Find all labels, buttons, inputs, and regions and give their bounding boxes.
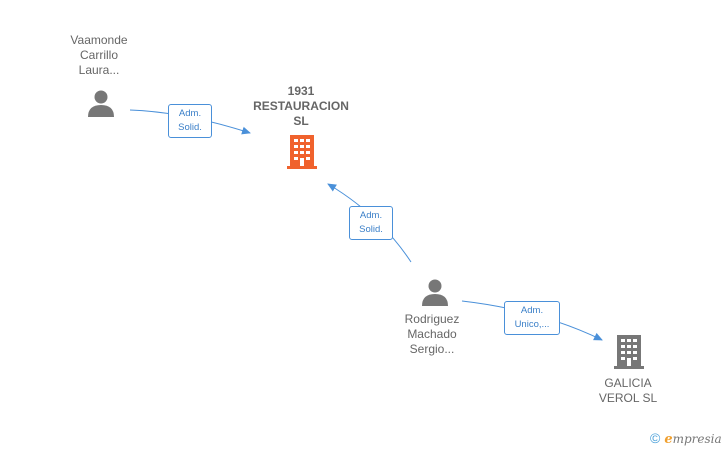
brand-logo-initial: e <box>664 432 673 447</box>
edge-label-line: Unico,... <box>514 319 550 330</box>
edge-label-line: Adm. <box>520 305 544 316</box>
name-line: Carrillo <box>79 48 118 62</box>
building-icon-highlight[interactable] <box>286 134 318 170</box>
edge-label-line: Solid. <box>178 122 202 133</box>
company-1931-name[interactable]: 1931 RESTAURACION SL <box>246 84 356 129</box>
footer-watermark: ©empresia <box>650 430 722 447</box>
name-line: 1931 <box>287 84 315 98</box>
edge-label-adm-unico[interactable]: Adm. Unico,... <box>504 301 560 335</box>
name-line: GALICIA <box>604 376 652 390</box>
edge-label-adm-solid[interactable]: Adm. Solid. <box>349 206 393 240</box>
person-icon[interactable] <box>86 88 116 118</box>
copyright-icon: © <box>650 430 661 446</box>
name-line: RESTAURACION <box>253 99 349 113</box>
edge-label-line: Adm. <box>359 210 383 221</box>
edge-label-adm-solid[interactable]: Adm. Solid. <box>168 104 212 138</box>
person-icon[interactable] <box>420 277 450 307</box>
brand-logo-text: mpresia <box>672 432 722 446</box>
name-line: Sergio... <box>409 342 455 356</box>
name-line: Laura... <box>78 63 120 77</box>
name-line: Rodriguez <box>404 312 460 326</box>
person-vaamonde-name[interactable]: Vaamonde Carrillo Laura... <box>44 33 154 78</box>
name-line: Machado <box>407 327 457 341</box>
edge-label-line: Solid. <box>359 224 383 235</box>
building-icon[interactable] <box>613 334 645 370</box>
company-galicia-name[interactable]: GALICIA VEROL SL <box>573 376 683 406</box>
edge-label-line: Adm. <box>178 108 202 119</box>
name-line: Vaamonde <box>70 33 128 47</box>
name-line: SL <box>293 114 309 128</box>
person-rodriguez-name[interactable]: Rodriguez Machado Sergio... <box>377 312 487 357</box>
name-line: VEROL SL <box>598 391 658 405</box>
